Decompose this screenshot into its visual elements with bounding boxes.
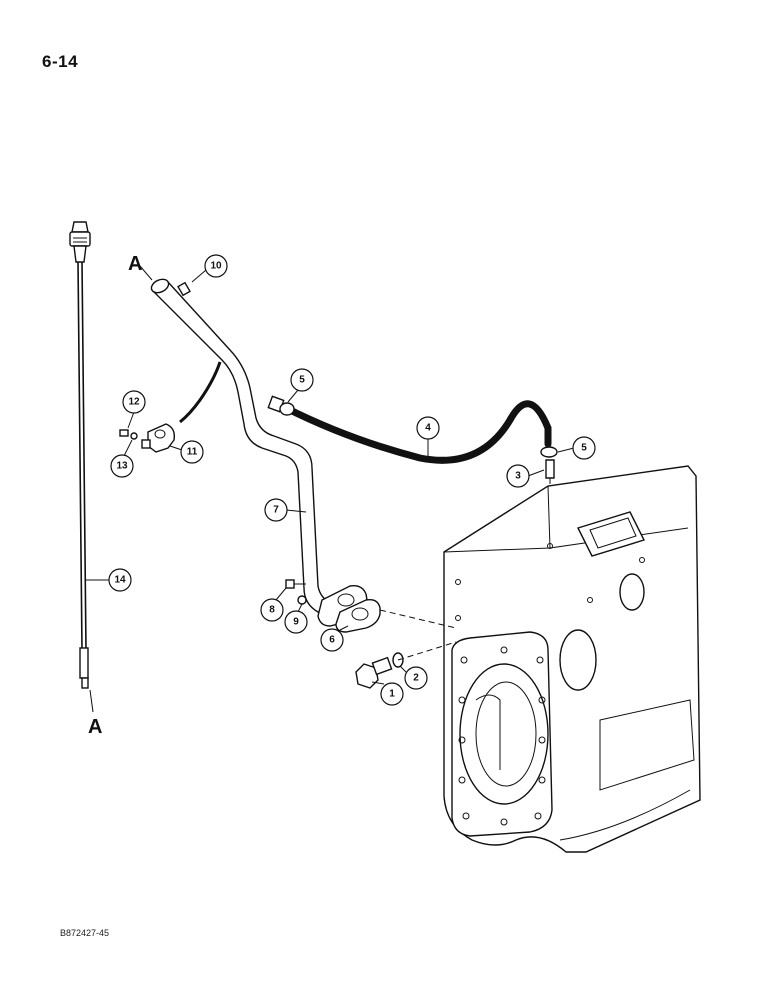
tube-clamp [119,423,176,453]
callout-5-right: 5 [557,436,596,460]
svg-text:5: 5 [581,443,587,454]
bolt-alignment-line [397,641,457,661]
callout-3: 3 [506,464,545,488]
ref-letter-top-leader [139,265,153,281]
callout-11: 11 [169,440,204,464]
svg-text:7: 7 [273,505,279,516]
callout-12: 12 [122,390,146,429]
callout-2: 2 [399,665,428,690]
ref-letter-bottom: A [88,716,102,738]
transmission-housing [443,465,701,853]
svg-text:3: 3 [515,471,521,482]
tube-flange [317,584,381,633]
svg-text:1: 1 [389,689,395,700]
svg-text:13: 13 [116,461,128,472]
svg-text:2: 2 [413,673,419,684]
svg-text:11: 11 [187,447,198,458]
breather-hose [267,395,558,540]
callout-5-left: 5 [287,368,314,403]
svg-text:9: 9 [293,617,299,628]
svg-text:14: 14 [114,575,126,586]
callout-10: 10 [191,254,228,283]
callout-14: 14 [86,568,132,592]
callout-9: 9 [284,603,308,634]
callout-7: 7 [264,498,307,522]
flange-bolt-and-washer [285,579,307,605]
callout-8: 8 [260,587,287,622]
svg-text:6: 6 [329,635,335,646]
figure-id: B872427-45 [60,928,110,938]
callout-6: 6 [320,625,349,652]
ref-letter-bottom-leader [89,689,94,713]
callout-1: 1 [371,681,404,706]
svg-text:12: 12 [128,397,140,408]
dipstick-tube [150,278,340,619]
callout-13: 13 [110,439,134,478]
svg-text:10: 10 [210,261,222,272]
ref-letter-top: A [128,253,142,275]
svg-text:5: 5 [299,375,305,386]
svg-text:8: 8 [269,605,275,616]
svg-text:4: 4 [425,423,431,434]
callout-4: 4 [416,416,440,460]
page-number: 6-14 [42,52,79,71]
flange-alignment-line [379,609,457,629]
dipstick [69,221,91,689]
